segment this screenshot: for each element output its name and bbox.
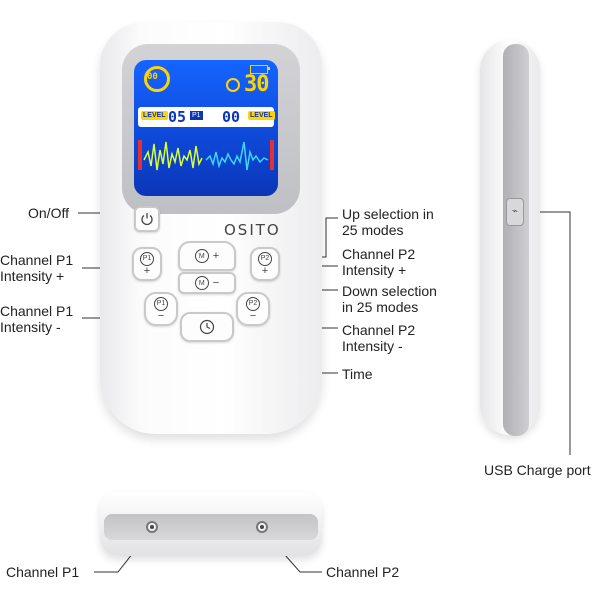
p2-up-label: P2 <box>258 252 272 266</box>
level-value-right: 00 <box>222 108 241 126</box>
label-channel-p2-jack: Channel P2 <box>326 564 400 580</box>
battery-icon <box>250 65 270 74</box>
mode-up-m-label: M <box>194 249 209 263</box>
timer-value: 30 <box>244 72 269 97</box>
bottom-strip <box>104 514 318 540</box>
label-channel-p2-minus: Channel P2 Intensity - <box>342 322 416 354</box>
p2-intensity-up-button[interactable]: P2 + <box>250 247 280 281</box>
label-channel-p2-plus: Channel P2 Intensity + <box>342 246 416 278</box>
channel-p2-jack[interactable] <box>256 521 268 533</box>
label-down-selection: Down selection in 25 modes <box>342 283 437 315</box>
clock-icon <box>226 78 240 92</box>
mode-down-minus-label: − <box>212 277 220 289</box>
level-tag-right: LEVEL <box>248 111 275 120</box>
mode-up-button[interactable]: M + <box>178 241 236 271</box>
clock-icon <box>199 319 215 335</box>
usb-icon[interactable]: ⌁ <box>506 198 524 226</box>
tens-device-front: 00 30 LEVEL 05 P1 00 LEVEL OSITO M + M − <box>100 22 322 434</box>
label-on-off: On/Off <box>28 205 69 221</box>
mode-up-plus-label: + <box>212 250 220 262</box>
p1-down-label: P1 <box>154 297 168 311</box>
side-grip-strip <box>503 44 529 436</box>
p2-up-plus: + <box>261 265 269 277</box>
lcd-screen: 00 30 LEVEL 05 P1 00 LEVEL <box>134 60 278 196</box>
level-bar: LEVEL 05 P1 00 LEVEL <box>138 107 275 127</box>
mode-dial-icon <box>144 66 170 92</box>
label-channel-p1-jack: Channel P1 <box>6 564 80 580</box>
label-channel-p1-plus: Channel P1 Intensity + <box>0 252 74 284</box>
brand-logo: OSITO <box>224 221 281 239</box>
channel-tag: P1 <box>190 111 203 120</box>
p1-intensity-up-button[interactable]: P1 + <box>132 247 162 281</box>
p1-up-plus: + <box>143 265 151 277</box>
p2-down-label: P2 <box>246 297 260 311</box>
label-channel-p1-minus: Channel P1 Intensity - <box>0 303 74 335</box>
mode-down-button[interactable]: M − <box>178 272 236 294</box>
label-time: Time <box>342 366 373 382</box>
level-value-left: 05 <box>168 108 187 126</box>
power-button[interactable] <box>134 206 160 232</box>
label-up-selection: Up selection in 25 modes <box>342 206 434 238</box>
waveform-graphic <box>138 140 274 171</box>
p1-intensity-down-button[interactable]: P1 − <box>144 292 178 326</box>
mode-dial-value: 00 <box>147 72 158 82</box>
label-usb-charge-port: USB Charge port <box>484 462 591 478</box>
p2-intensity-down-button[interactable]: P2 − <box>236 292 270 326</box>
channel-p1-jack[interactable] <box>146 521 158 533</box>
p1-down-minus: − <box>157 310 165 322</box>
mode-down-m-label: M <box>194 276 209 290</box>
p2-down-minus: − <box>249 310 257 322</box>
time-button[interactable] <box>180 312 234 342</box>
level-tag-left: LEVEL <box>141 111 168 120</box>
power-icon <box>141 213 153 226</box>
p1-up-label: P1 <box>140 252 154 266</box>
